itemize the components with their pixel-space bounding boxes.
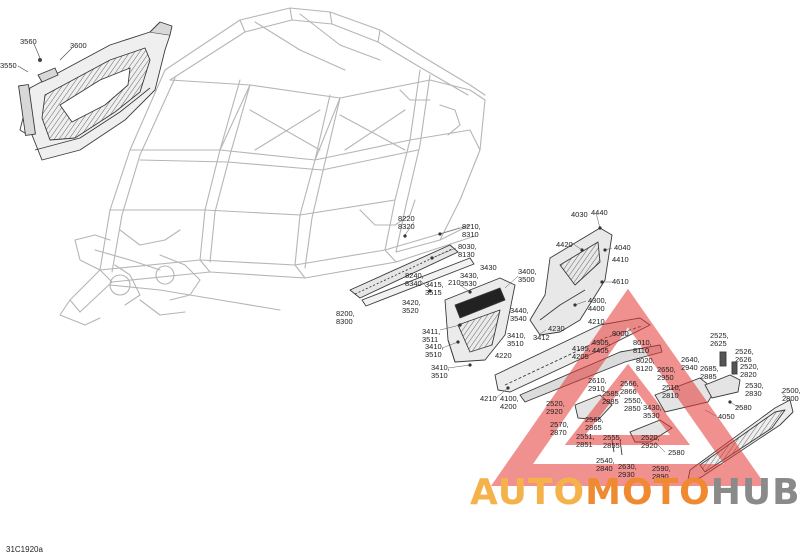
door-leader-lines [17, 43, 73, 73]
part-number-label: 3412 [533, 333, 550, 342]
part-number-label: 2585, 2885 [602, 389, 621, 406]
part-number-label: 8220 8320 [398, 214, 415, 231]
part-number-label: 4030 [571, 210, 588, 219]
part-number-label: 3411, 3511 [422, 327, 441, 344]
part-number-label: 4210 [480, 394, 497, 403]
part-number-label: 3410, 3510 [507, 331, 526, 348]
part-number-label: 2520, 2920 [546, 399, 565, 416]
part-number-label: 4220 [495, 351, 512, 360]
part-number-label: 4040 [614, 243, 631, 252]
part-number-label: 2555, 2855 [603, 433, 622, 450]
part-number-label: 8030, 8130 [458, 242, 477, 259]
part-number-label: 3420, 3520 [402, 298, 421, 315]
part-number-label: 2566, 2866 [620, 379, 639, 396]
part-number-label: 3410, 3510 [431, 363, 450, 380]
part-number-label: 2520, 2820 [740, 362, 759, 379]
part-number-label: 8240, 8340 [405, 271, 424, 288]
part-number-label: 8200, 8300 [336, 309, 355, 326]
part-number-label: 4420 [556, 240, 573, 249]
part-number-label: 3430, 3530 [643, 403, 662, 420]
part-number-label: 2526, 2626 [735, 347, 754, 364]
door-fastener [38, 58, 42, 62]
part-number-label: 8000 [612, 329, 629, 338]
part-number-label: 210 [448, 278, 461, 287]
part-number-label: 2580 [735, 403, 752, 412]
part-number-label: 3410, 3510 [425, 342, 444, 359]
part-number-label: 2630, 2930 [618, 462, 637, 479]
part-number-label: 3560 [20, 37, 37, 46]
watermark-text-moto: MOTO [585, 472, 711, 513]
diagram-code: 31C1920a [6, 545, 43, 554]
part-number-label: 3400, 3500 [518, 267, 537, 284]
part-number-label: 4440 [591, 208, 608, 217]
part-number-label: 8010, 8110 [633, 338, 652, 355]
lower-side-panel [444, 277, 516, 363]
part-number-label: 4230 [548, 324, 565, 333]
part-number-label: 3415, 3515 [425, 280, 444, 297]
part-number-label: 3600 [70, 41, 87, 50]
part-number-label: 2540, 2840 [596, 456, 615, 473]
watermark-triangle [490, 288, 767, 486]
watermark-text-auto: AUTO [470, 472, 586, 513]
part-number-label: 2610, 2910 [588, 376, 607, 393]
part-number-label: 3550 [0, 61, 17, 70]
part-number-label: 4050 [718, 412, 735, 421]
part-number-label: 4300, 4400 [588, 296, 607, 313]
watermark-logo: AUTOMOTOHUB [470, 472, 800, 514]
part-number-label: 2580 [668, 448, 685, 457]
door-panel [18, 21, 173, 161]
part-number-label: 2640, 2940 [681, 355, 700, 372]
part-number-label: 2565, 2865 [585, 415, 604, 432]
part-number-label: 3440, 3540 [510, 306, 529, 323]
part-number-label: 4610 [612, 277, 629, 286]
part-number-label: 2510, 2810 [662, 383, 681, 400]
part-number-label: 2520, 2920 [641, 433, 660, 450]
part-number-label: 2570, 2870 [550, 420, 569, 437]
part-number-label: 3430, 3530 [460, 271, 479, 288]
chassis-frame [59, 7, 486, 326]
part-number-label: 2500, 2800 [782, 386, 800, 403]
part-number-label: 2550, 2850 [624, 396, 643, 413]
part-number-label: 4105, 4205 [572, 344, 591, 361]
part-number-label: 2551, 2851 [576, 432, 595, 449]
part-number-label: 2590, 2890 [652, 464, 671, 481]
part-number-label: 4410 [612, 255, 629, 264]
part-number-label: 8210, 8310 [462, 222, 481, 239]
part-number-label: 8020, 8120 [636, 356, 655, 373]
watermark-text-hub: HUB [710, 472, 800, 513]
part-number-label: 2650, 2950 [657, 365, 676, 382]
side-panel-right [529, 227, 613, 336]
part-number-label: 4100, 4200 [500, 394, 519, 411]
part-number-label: 2530, 2830 [745, 381, 764, 398]
part-number-label: 3430 [480, 263, 497, 272]
part-number-label: 2685, 2885 [700, 364, 719, 381]
part-number-label: 4210 [588, 317, 605, 326]
part-number-label: 2525, 2625 [710, 331, 729, 348]
part-number-label: 4305, 4405 [592, 338, 611, 355]
callout-fasteners [403, 226, 732, 404]
